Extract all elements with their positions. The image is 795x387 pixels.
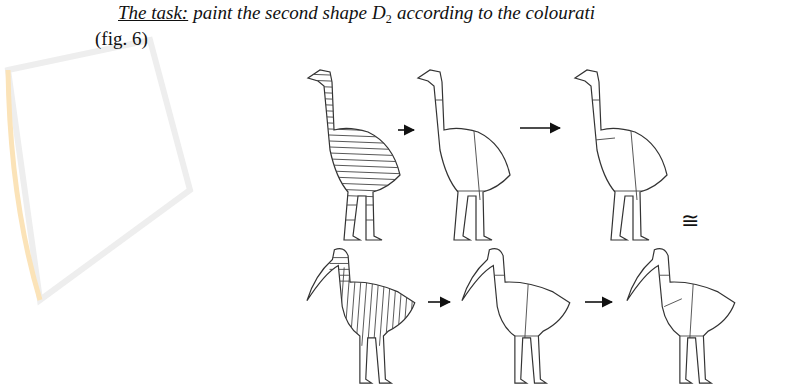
bird-shape <box>462 249 570 383</box>
task-text: according to the colourati <box>397 2 595 23</box>
task-line: The task:paint the second shapeD2 accordi… <box>118 2 595 27</box>
congruence-symbol: ≅ <box>681 208 699 234</box>
task-heading: The task: <box>118 2 188 23</box>
bird-shape <box>303 70 408 240</box>
step-arrow <box>585 301 612 303</box>
bird-shape <box>418 70 510 240</box>
step-arrow <box>428 301 450 303</box>
step-arrow <box>398 129 414 131</box>
task-text: paint the second shape <box>193 2 367 23</box>
watermark <box>8 40 190 300</box>
bird-shape <box>627 249 735 383</box>
subscript: 2 <box>386 12 392 26</box>
shape-symbol: D <box>372 2 386 23</box>
figure-reference: (fig. 6) <box>95 28 148 50</box>
step-arrow <box>520 127 560 129</box>
bird-shape <box>307 249 415 383</box>
bird-shape <box>575 70 667 240</box>
